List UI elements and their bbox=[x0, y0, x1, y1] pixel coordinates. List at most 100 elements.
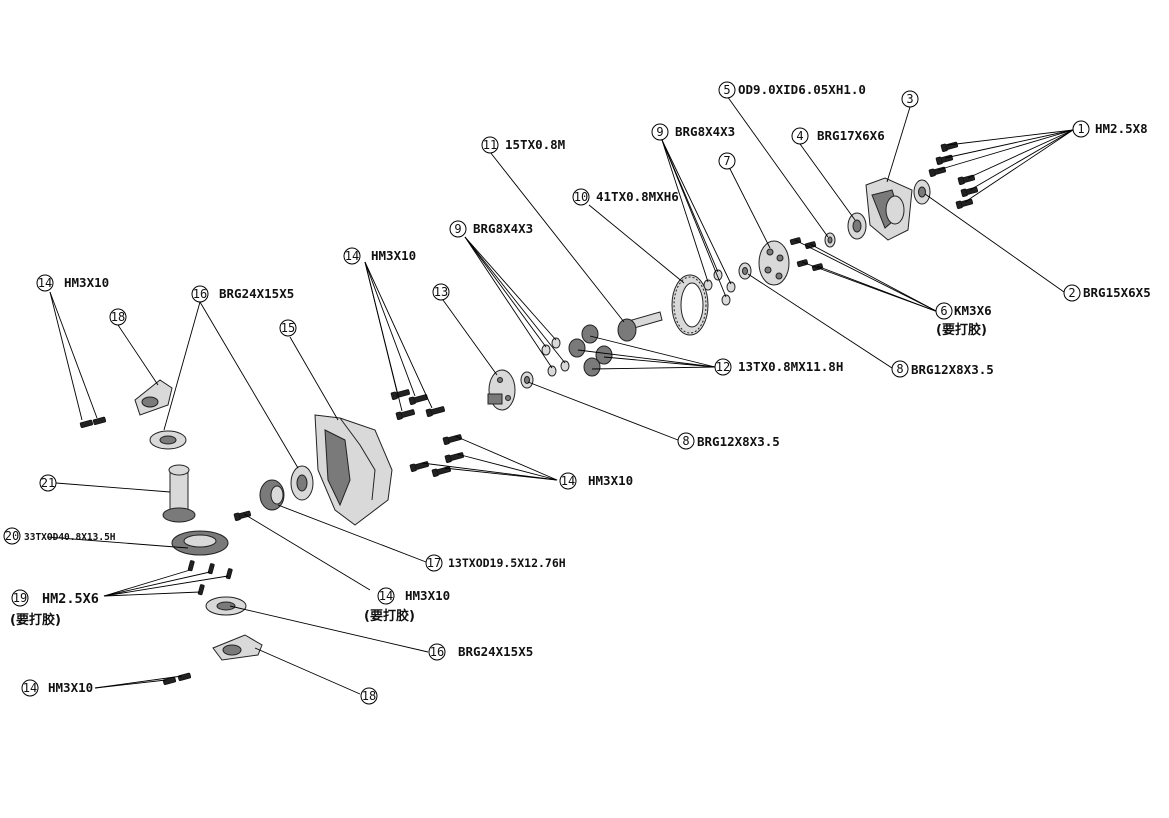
callout-14-mid-lower: 14 HM3X10 bbox=[559, 472, 633, 490]
bearing-brg24x15x5-bottom bbox=[205, 596, 247, 616]
callout-number: 14 bbox=[379, 589, 393, 603]
callout-circle bbox=[39, 474, 57, 492]
callout-number: 16 bbox=[193, 287, 207, 301]
callout-note: (要打胶) bbox=[936, 322, 987, 338]
callout-circle bbox=[377, 587, 395, 605]
callout-16-lower: 16 BRG24X15X5 bbox=[428, 643, 533, 661]
callout-label: 15TX0.8M bbox=[505, 137, 565, 152]
callout-label: OD9.0XID6.05XH1.0 bbox=[738, 82, 866, 97]
bearing-brg12x8x3.5-lower bbox=[520, 371, 534, 389]
callout-21: 21 bbox=[39, 474, 57, 492]
callout-circle bbox=[109, 308, 127, 326]
callout-number: 9 bbox=[656, 125, 663, 139]
callout-number: 21 bbox=[41, 476, 55, 490]
pinion-gear-13t bbox=[259, 479, 285, 511]
callout-4: 4 BRG17X6X6 bbox=[791, 127, 885, 145]
callout-label: HM3X10 bbox=[64, 275, 109, 290]
callout-circle bbox=[36, 274, 54, 292]
callout-number: 3 bbox=[906, 92, 913, 106]
callout-circle bbox=[191, 285, 209, 303]
callout-circle bbox=[718, 152, 736, 170]
screw-group-hm2.5x6 bbox=[187, 560, 233, 596]
bearing-brg24x15x5-right bbox=[290, 465, 314, 501]
screw-group-hm3x10-lower bbox=[409, 434, 464, 478]
callout-9-lower: 9 BRG8X4X3 bbox=[449, 220, 533, 238]
callout-3: 3 bbox=[901, 90, 919, 108]
callout-circle bbox=[714, 358, 732, 376]
callout-circle bbox=[718, 81, 736, 99]
callout-number: 19 bbox=[13, 591, 27, 605]
callout-label: BRG8X4X3 bbox=[675, 124, 735, 139]
output-shaft-part-21 bbox=[162, 464, 196, 523]
callout-19: 19 HM2.5X6 (要打胶) bbox=[10, 589, 99, 628]
callout-circle bbox=[21, 679, 39, 697]
callout-note: (要打胶) bbox=[10, 612, 61, 628]
callout-number: 18 bbox=[111, 310, 125, 324]
pinion-shaft-15t bbox=[617, 311, 663, 342]
callout-8-lower: 8 BRG12X8X3.5 bbox=[677, 432, 780, 450]
callout-circle bbox=[935, 302, 953, 320]
callout-number: 2 bbox=[1068, 286, 1075, 300]
callout-circle bbox=[425, 554, 443, 572]
callout-circle bbox=[360, 687, 378, 705]
callout-11: 11 15TX0.8M bbox=[481, 136, 565, 154]
callout-circle bbox=[432, 283, 450, 301]
callout-number: 14 bbox=[38, 276, 52, 290]
callout-circle bbox=[481, 136, 499, 154]
callout-number: 6 bbox=[940, 304, 947, 318]
screw-pair-hm3x10-top-left bbox=[79, 416, 107, 429]
callout-number: 8 bbox=[896, 362, 903, 376]
gear-cover-part-3 bbox=[865, 177, 913, 241]
callout-label: HM2.5X8 bbox=[1095, 121, 1148, 136]
screw-group-km3x6 bbox=[789, 237, 824, 272]
callout-circle bbox=[3, 527, 21, 545]
bearing-brg12x8x3.5-upper bbox=[738, 262, 752, 280]
callout-circle bbox=[891, 360, 909, 378]
callout-number: 12 bbox=[716, 360, 730, 374]
callout-12: 12 13TX0.8MX11.8H bbox=[714, 358, 843, 376]
gearbox-housing-part-15 bbox=[314, 414, 393, 526]
callout-circle bbox=[1063, 284, 1081, 302]
callout-label: BRG12X8X3.5 bbox=[697, 434, 780, 449]
callout-circle bbox=[651, 123, 669, 141]
callout-14-bottom: 14 HM3X10 bbox=[21, 679, 93, 697]
screw-group-hm3x10-upper bbox=[390, 389, 445, 421]
callout-number: 17 bbox=[427, 556, 441, 570]
bearing-brg15x6x5 bbox=[913, 179, 931, 205]
callout-number: 20 bbox=[5, 529, 19, 543]
callout-circle bbox=[901, 90, 919, 108]
parts-layer bbox=[79, 141, 979, 686]
ring-gear-41t bbox=[671, 274, 709, 336]
callout-label: HM2.5X6 bbox=[42, 591, 99, 607]
callout-label: 13TX0.8MX11.8H bbox=[738, 359, 843, 374]
callout-label: HM3X10 bbox=[588, 473, 633, 488]
callout-number: 1 bbox=[1077, 122, 1084, 136]
callout-label: BRG17X6X6 bbox=[817, 128, 885, 143]
callout-circle bbox=[11, 589, 29, 607]
callout-label: BRG24X15X5 bbox=[458, 644, 533, 659]
callout-9-upper: 9 BRG8X4X3 bbox=[651, 123, 735, 141]
callout-17: 17 13TXOD19.5X12.76H bbox=[425, 554, 566, 572]
callout-label: HM3X10 bbox=[371, 248, 416, 263]
callout-number: 4 bbox=[796, 129, 803, 143]
callout-2: 2 BRG15X6X5 bbox=[1063, 284, 1151, 302]
crown-gear-33t bbox=[171, 530, 229, 556]
leader-lines bbox=[46, 95, 1074, 695]
bearing-brg17x6x6 bbox=[847, 212, 867, 240]
bearings-brg8x4x3-upper bbox=[703, 269, 736, 306]
callout-circle bbox=[1072, 120, 1090, 138]
callout-circle bbox=[791, 127, 809, 145]
bracket-part-18-lower bbox=[212, 634, 263, 661]
callout-circle bbox=[343, 247, 361, 265]
screw-hm3x10-single bbox=[233, 510, 252, 522]
callout-label: BRG12X8X3.5 bbox=[911, 362, 994, 377]
bearing-brg24x15x5-left bbox=[149, 430, 187, 450]
callout-label: HM3X10 bbox=[405, 588, 450, 603]
callout-10: 10 41TX0.8MXH6 bbox=[572, 188, 679, 206]
callout-18-upper: 18 bbox=[109, 308, 127, 326]
callout-7: 7 bbox=[718, 152, 736, 170]
planet-gears-13t bbox=[568, 324, 613, 377]
callout-number: 11 bbox=[483, 138, 497, 152]
callout-circle bbox=[449, 220, 467, 238]
